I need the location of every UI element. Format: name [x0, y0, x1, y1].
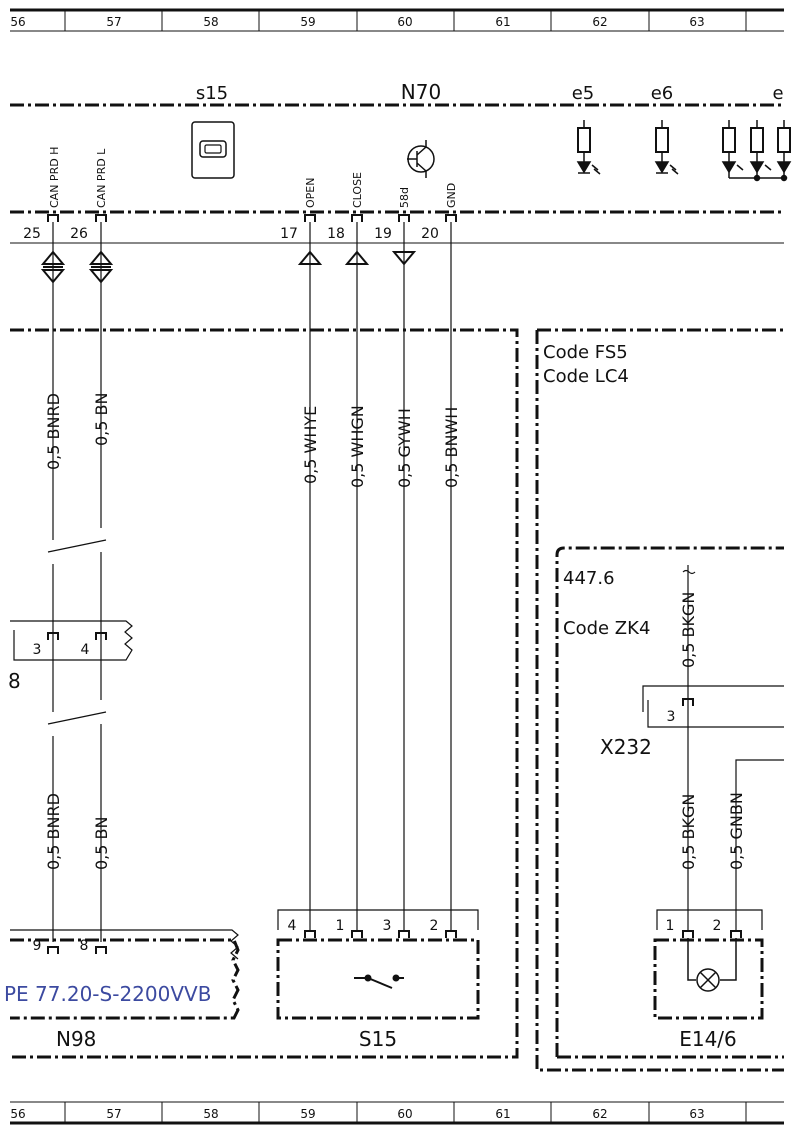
ruler-col-56: 56 [10, 15, 25, 29]
code-lc4-label: Code LC4 [543, 366, 629, 387]
wire-label-bnrd: 0,5 BNRD [44, 393, 63, 470]
wire-label-bnrd-lower: 0,5 BNRD [44, 793, 63, 870]
wire-label-whgn: 0,5 WHGN [348, 405, 367, 488]
n70-label: N70 [401, 80, 441, 104]
lamp-icon [696, 968, 720, 992]
ruler-col-57: 57 [106, 15, 121, 29]
n70-signal-pins: CAN PRD H CAN PRD L OPEN CLOSE 58d GND 2… [10, 147, 784, 244]
ruler-bottom-col-57: 57 [106, 1107, 121, 1121]
signal-can-prd-l: CAN PRD L [95, 148, 108, 208]
x232-pin-3: 3 [667, 709, 676, 725]
code-regions: Code FS5 Code LC4 447.6 Code ZK4 [10, 328, 784, 1072]
e-truncated-label: e [772, 83, 783, 104]
e14-6-component: 1 2 E14/6 [653, 909, 764, 1051]
x232-connector: 3 X232 [600, 685, 784, 759]
signal-direction-arrows [40, 250, 417, 284]
upper-connector: 3 4 8 [8, 620, 133, 693]
e6-label: e6 [651, 83, 674, 104]
ruler-bottom-col-62: 62 [592, 1107, 607, 1121]
transistor-icon [407, 140, 435, 178]
e14-6-label: E14/6 [679, 1027, 737, 1051]
e14-pin-2: 2 [713, 918, 722, 934]
ruler-col-60: 60 [397, 15, 412, 29]
ruler-col-61: 61 [495, 15, 510, 29]
signal-open: OPEN [304, 178, 317, 208]
pin-19: 19 [374, 226, 392, 242]
s15-pin-1: 1 [336, 918, 345, 934]
s15-header-label: s15 [196, 83, 228, 104]
ruler-bottom-col-59: 59 [300, 1107, 315, 1121]
led-array-icon [721, 120, 792, 182]
n98-label: N98 [56, 1027, 96, 1051]
wire-label-bnwh: 0,5 BNWH [442, 407, 461, 488]
pin-18: 18 [327, 226, 345, 242]
s15-pin-2: 2 [430, 918, 439, 934]
switch-contact-icon [354, 974, 404, 989]
cable-break-icon [682, 569, 696, 575]
wires [47, 222, 784, 942]
switch-symbol-icon [191, 121, 235, 179]
upper-connector-pin-3: 3 [33, 642, 42, 658]
pin-26: 26 [70, 226, 88, 242]
code-fs5-label: Code FS5 [543, 342, 628, 363]
s15-label: S15 [359, 1027, 397, 1051]
ruler-col-63: 63 [689, 15, 704, 29]
signal-58d: 58d [398, 187, 411, 208]
x232-label: X232 [600, 735, 652, 759]
pin-25: 25 [23, 226, 41, 242]
n98-pin-8: 8 [80, 938, 89, 954]
wire-label-bkgn-upper: 0,5 BKGN [679, 592, 698, 668]
upper-connector-pin-4: 4 [81, 642, 90, 658]
n98-document-reference[interactable]: PE 77.20-S-2200VVB [4, 982, 211, 1006]
led-e5-icon [576, 120, 601, 175]
ruler-col-59: 59 [300, 15, 315, 29]
bottom-ruler: 56 57 58 59 60 61 62 63 [10, 1101, 784, 1125]
signal-close: CLOSE [351, 172, 364, 208]
s15-pin-4: 4 [288, 918, 297, 934]
wire-label-bn-lower: 0,5 BN [92, 817, 111, 870]
ruler-bottom-col-56: 56 [10, 1107, 25, 1121]
ruler-col-62: 62 [592, 15, 607, 29]
signal-gnd: GND [445, 183, 458, 208]
e5-label: e5 [572, 83, 595, 104]
top-ruler: 56 57 58 59 60 61 62 63 [10, 8, 784, 32]
n98-pin-9: 9 [33, 938, 42, 954]
ruler-bottom-col-61: 61 [495, 1107, 510, 1121]
s15-pin-3: 3 [383, 918, 392, 934]
signal-can-prd-h: CAN PRD H [48, 147, 61, 208]
s15-component: 4 1 3 2 S15 [276, 909, 480, 1051]
wire-label-gywh: 0,5 GYWH [395, 408, 414, 488]
wire-labels: 0,5 BNRD 0,5 BN 0,5 WHYE 0,5 WHGN 0,5 GY… [44, 393, 746, 870]
upper-connector-label: 8 [8, 669, 21, 693]
wire-label-bn: 0,5 BN [92, 393, 111, 446]
wire-label-bkgn: 0,5 BKGN [679, 794, 698, 870]
code-zk4-label: Code ZK4 [563, 618, 650, 639]
ruler-bottom-col-63: 63 [689, 1107, 704, 1121]
pin-20: 20 [421, 226, 439, 242]
e14-pin-1: 1 [666, 918, 675, 934]
ruler-col-58: 58 [203, 15, 218, 29]
n98-component: 9 8 PE 77.20-S-2200VVB N98 [4, 929, 240, 1051]
ref-447-6-label: 447.6 [563, 568, 615, 589]
n70-module: s15 N70 e5 e6 e [10, 80, 792, 214]
pin-17: 17 [280, 226, 298, 242]
wire-label-whye: 0,5 WHYE [301, 406, 320, 484]
wire-label-gnbn: 0,5 GNBN [727, 792, 746, 870]
led-e6-icon [654, 120, 679, 175]
ruler-bottom-col-60: 60 [397, 1107, 412, 1121]
ruler-bottom-col-58: 58 [203, 1107, 218, 1121]
